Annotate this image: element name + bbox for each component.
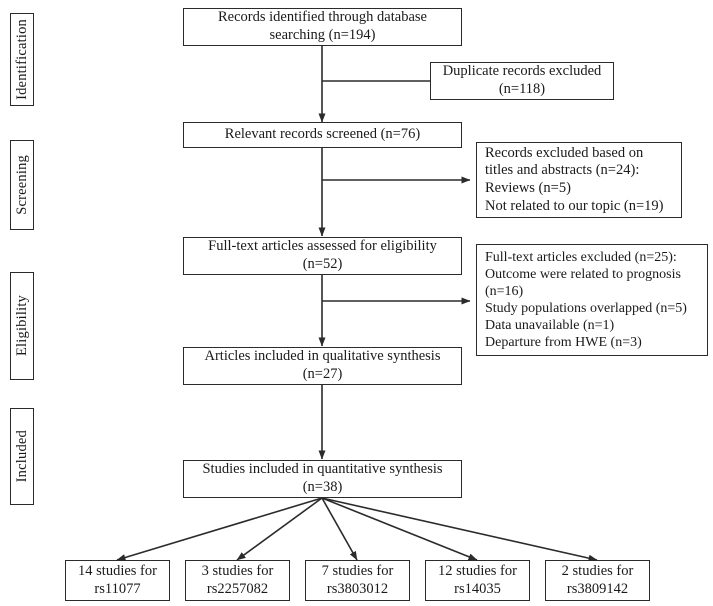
- node-snp-rs14035-text: 12 studies for rs14035: [438, 562, 517, 597]
- node-duplicates-excluded: Duplicate records excluded (n=118): [430, 62, 614, 100]
- node-fulltext-excluded: Full-text articles excluded (n=25): Outc…: [476, 244, 708, 356]
- node-fulltext-assessed-text: Full-text articles assessed for eligibil…: [208, 238, 437, 272]
- node-title-abstract-excluded: Records excluded based on titles and abs…: [476, 142, 682, 218]
- node-fulltext-excluded-text: Full-text articles excluded (n=25): Outc…: [485, 249, 687, 351]
- node-qualitative-synthesis: Articles included in qualitative synthes…: [183, 347, 462, 385]
- node-fulltext-assessed: Full-text articles assessed for eligibil…: [183, 237, 462, 275]
- connector-quantitative-to-rs3809142: [321, 497, 598, 562]
- node-quantitative-synthesis-text: Studies included in quantitative synthes…: [202, 461, 443, 495]
- connector-quantitative-to-rs2257082: [236, 497, 323, 561]
- node-records-identified-text: Records identified through database sear…: [218, 9, 427, 43]
- connector-quantitative-to-rs11077: [116, 497, 323, 561]
- stage-label-eligibility-text: Eligibility: [13, 295, 30, 357]
- node-snp-rs11077-text: 14 studies for rs11077: [78, 562, 157, 597]
- stage-label-included-text: Included: [13, 430, 30, 483]
- stage-label-identification-text: Identification: [13, 19, 30, 100]
- node-relevant-records-screened-text: Relevant records screened (n=76): [224, 126, 421, 143]
- node-snp-rs2257082: 3 studies for rs2257082: [185, 560, 290, 601]
- node-quantitative-synthesis: Studies included in quantitative synthes…: [183, 460, 462, 498]
- node-title-abstract-excluded-text: Records excluded based on titles and abs…: [485, 144, 664, 214]
- node-snp-rs3809142-text: 2 studies for rs3809142: [561, 562, 634, 597]
- node-snp-rs11077: 14 studies for rs11077: [65, 560, 170, 601]
- stage-label-included: Included: [10, 408, 34, 505]
- node-records-identified: Records identified through database sear…: [183, 8, 462, 46]
- node-snp-rs3803012-text: 7 studies for rs3803012: [321, 562, 394, 597]
- node-relevant-records-screened: Relevant records screened (n=76): [183, 122, 462, 148]
- connector-quantitative-to-rs3803012: [321, 497, 358, 561]
- node-snp-rs3809142: 2 studies for rs3809142: [545, 560, 650, 601]
- stage-label-screening: Screening: [10, 140, 34, 230]
- stage-label-identification: Identification: [10, 13, 34, 106]
- connector-quantitative-to-rs14035: [321, 497, 478, 561]
- node-duplicates-excluded-text: Duplicate records excluded (n=118): [442, 63, 602, 97]
- node-snp-rs2257082-text: 3 studies for rs2257082: [201, 562, 274, 597]
- node-snp-rs14035: 12 studies for rs14035: [425, 560, 530, 601]
- stage-label-screening-text: Screening: [13, 155, 30, 215]
- stage-label-eligibility: Eligibility: [10, 272, 34, 380]
- node-qualitative-synthesis-text: Articles included in qualitative synthes…: [204, 348, 441, 382]
- node-snp-rs3803012: 7 studies for rs3803012: [305, 560, 410, 601]
